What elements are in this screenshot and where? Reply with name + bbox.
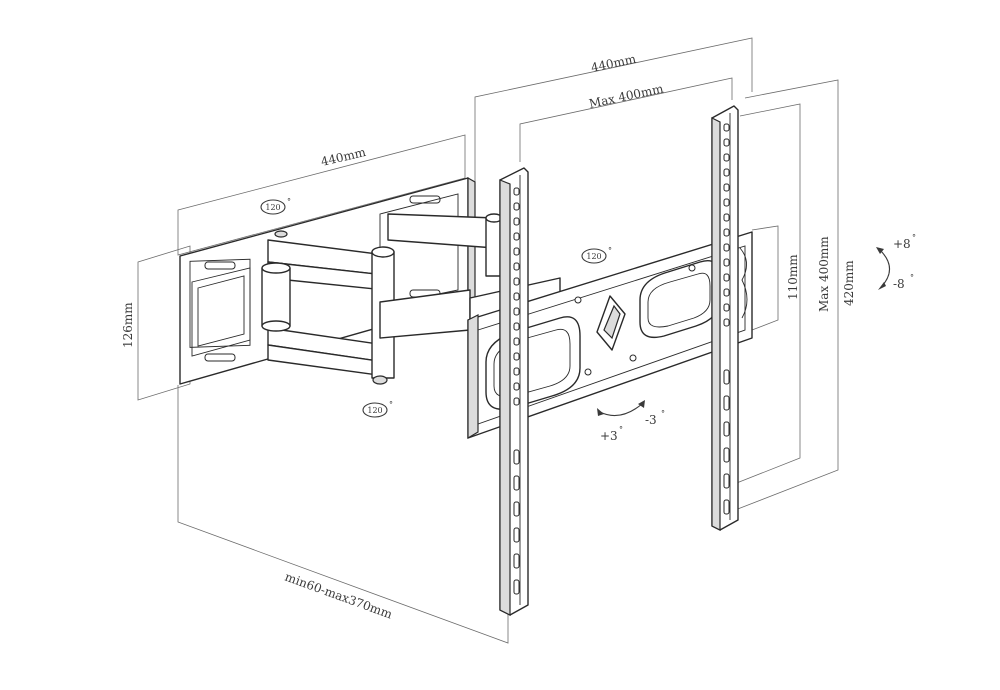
tv-width-label: 440mm [590, 52, 638, 75]
swivel-icon-bottom: 120 ° [362, 400, 393, 418]
swivel-bottom-label: 120 [367, 406, 382, 415]
vesa-h-label: Max 400mm [588, 81, 666, 111]
svg-text:°: ° [287, 197, 291, 206]
left-vertical-rail [499, 167, 529, 616]
vesa-v-label: Max 400mm [817, 236, 831, 312]
tv-bracket [467, 231, 753, 440]
right-vertical-rail [711, 105, 739, 531]
swivel-top-label: 120 [265, 203, 280, 212]
svg-text:°: ° [619, 425, 623, 434]
rotate-left-label: +3 [600, 429, 618, 443]
rotate-right-label: -3 [645, 413, 657, 427]
svg-text:°: ° [912, 233, 916, 242]
arm-height-label: 110mm [786, 254, 800, 300]
svg-text:°: ° [910, 273, 914, 282]
tilt-arrow-icon [876, 247, 891, 290]
dimension-guides [137, 37, 839, 644]
swivel-head-label: 120 [586, 252, 601, 261]
wall-width-label: 440mm [320, 145, 368, 169]
wall-height-label: 126mm [121, 302, 135, 348]
tv-width-plane [474, 37, 753, 200]
top-pivot [274, 230, 288, 238]
tilt-up-label: +8 [893, 237, 911, 251]
tilt-down-label: -8 [893, 277, 905, 291]
swivel-icon-head: 120 ° [581, 246, 612, 264]
left-rail-holes [513, 187, 520, 595]
vesa-v-plane [723, 103, 801, 489]
svg-text:°: ° [608, 246, 612, 255]
wall-height-plane [137, 245, 191, 401]
right-rail-holes [723, 123, 730, 515]
swivel-icon-top: 120 ° [260, 197, 291, 215]
tv-height-plane [729, 79, 839, 513]
arm-height-plane [751, 225, 779, 331]
wall-width-plane [177, 134, 466, 256]
vesa-h-plane [519, 77, 733, 162]
svg-text:°: ° [389, 400, 393, 409]
svg-text:°: ° [661, 409, 665, 418]
rotation-arrow-icon [597, 400, 645, 417]
tv-height-label: 420mm [842, 260, 856, 306]
